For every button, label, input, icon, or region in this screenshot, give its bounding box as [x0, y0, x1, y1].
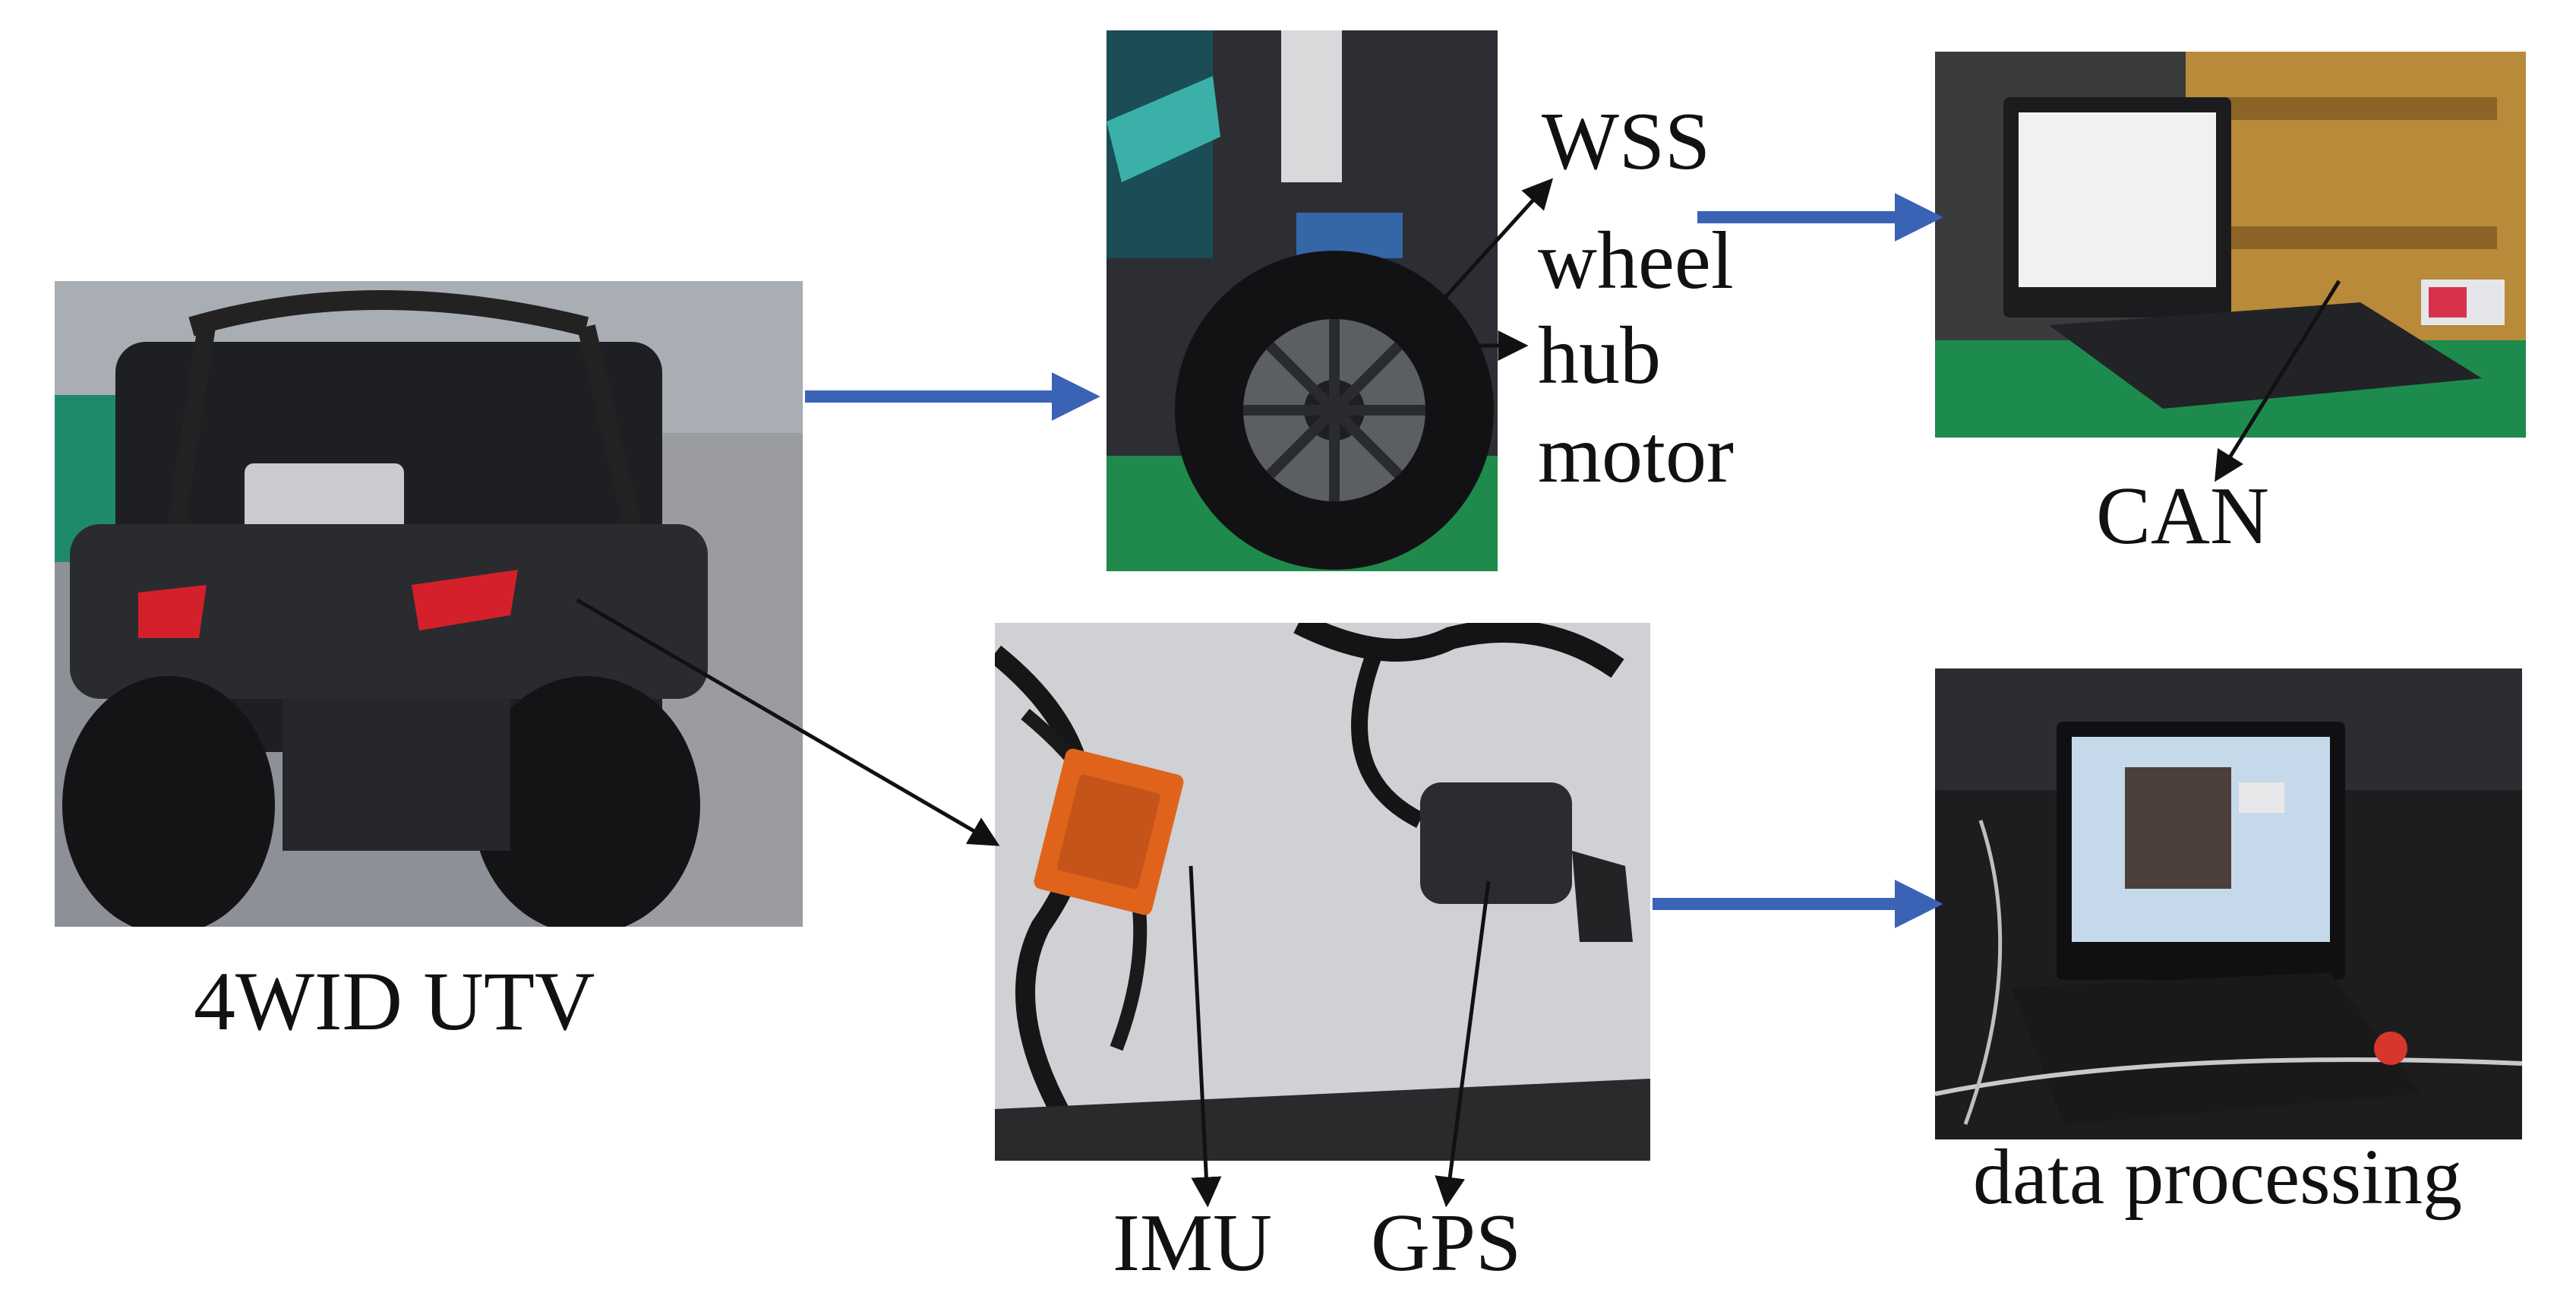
label-hub: hub [1538, 311, 1661, 401]
label-wheel: wheel [1538, 216, 1734, 306]
label-imu: IMU [1113, 1198, 1272, 1288]
label-wss: WSS [1542, 96, 1711, 187]
pointer-utv-to-imu [576, 598, 1000, 846]
label-can: CAN [2096, 471, 2270, 561]
label-gps: GPS [1371, 1198, 1522, 1288]
pointer-gps [1435, 880, 1491, 1208]
pointer-imu [1189, 865, 1222, 1208]
utv-photo [55, 281, 803, 927]
label-4wid-utv: 4WID UTV [194, 955, 595, 1048]
data-processing-photo [1935, 668, 2522, 1139]
imu-gps-photo [995, 623, 1650, 1161]
pointer-can [2215, 280, 2341, 482]
label-data-processing: data processing [1973, 1133, 2463, 1221]
label-motor: motor [1538, 409, 1734, 500]
can-laptop-photo [1935, 52, 2526, 438]
pointer-wss [1403, 178, 1554, 343]
